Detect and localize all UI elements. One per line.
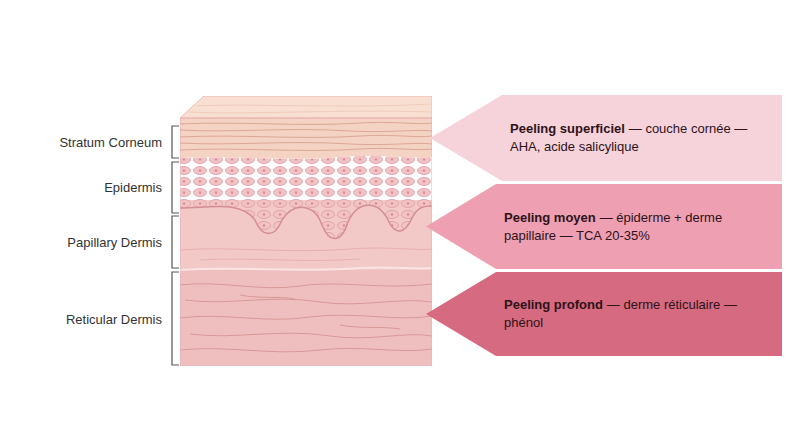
basement-membrane <box>180 205 432 238</box>
layer-brackets <box>172 126 179 365</box>
reticular-fibres <box>180 284 432 352</box>
bracket <box>172 162 179 213</box>
arrow-text: Peeling moyen— épiderme + derme papillai… <box>504 209 770 245</box>
peel-type: Peeling profond <box>504 297 603 312</box>
arrow-callout: Peeling moyen— épiderme + derme papillai… <box>426 184 782 269</box>
arrow-fill <box>430 95 782 181</box>
skin-surface <box>180 96 432 118</box>
layer-label: Stratum Corneum <box>59 135 162 150</box>
reticular-layer <box>180 268 432 366</box>
bracket <box>172 272 179 365</box>
arrow-callout: Peeling superficiel— couche cornée — AHA… <box>430 95 782 181</box>
stratum-corneum-layer <box>180 118 432 159</box>
corneum-lines <box>180 122 432 150</box>
papillary-fibres <box>180 248 432 260</box>
layer-label: Reticular Dermis <box>66 312 162 327</box>
peel-type: Peeling moyen <box>504 210 596 225</box>
arrow-shape <box>426 184 782 269</box>
layer-label: Papillary Dermis <box>67 235 162 250</box>
arrow-fill <box>426 272 782 356</box>
arrow-shape <box>426 272 782 356</box>
layer-label: Epidermis <box>104 180 162 195</box>
bracket <box>172 126 179 158</box>
peel-type: Peeling superficiel <box>510 121 625 136</box>
bracket <box>172 216 179 268</box>
arrow-text: Peeling superficiel— couche cornée — AHA… <box>510 120 770 156</box>
arrow-fill <box>426 184 782 269</box>
skin-block <box>180 96 432 366</box>
surface-lines <box>188 104 432 113</box>
arrow-callout: Peeling profond— derme réticulaire — phé… <box>426 272 782 356</box>
arrow-text: Peeling profond— derme réticulaire — phé… <box>504 296 770 332</box>
epidermis-layer <box>180 156 432 239</box>
block-outline <box>180 118 432 366</box>
arrow-shape <box>430 95 782 181</box>
dermis-boundary <box>180 267 432 270</box>
